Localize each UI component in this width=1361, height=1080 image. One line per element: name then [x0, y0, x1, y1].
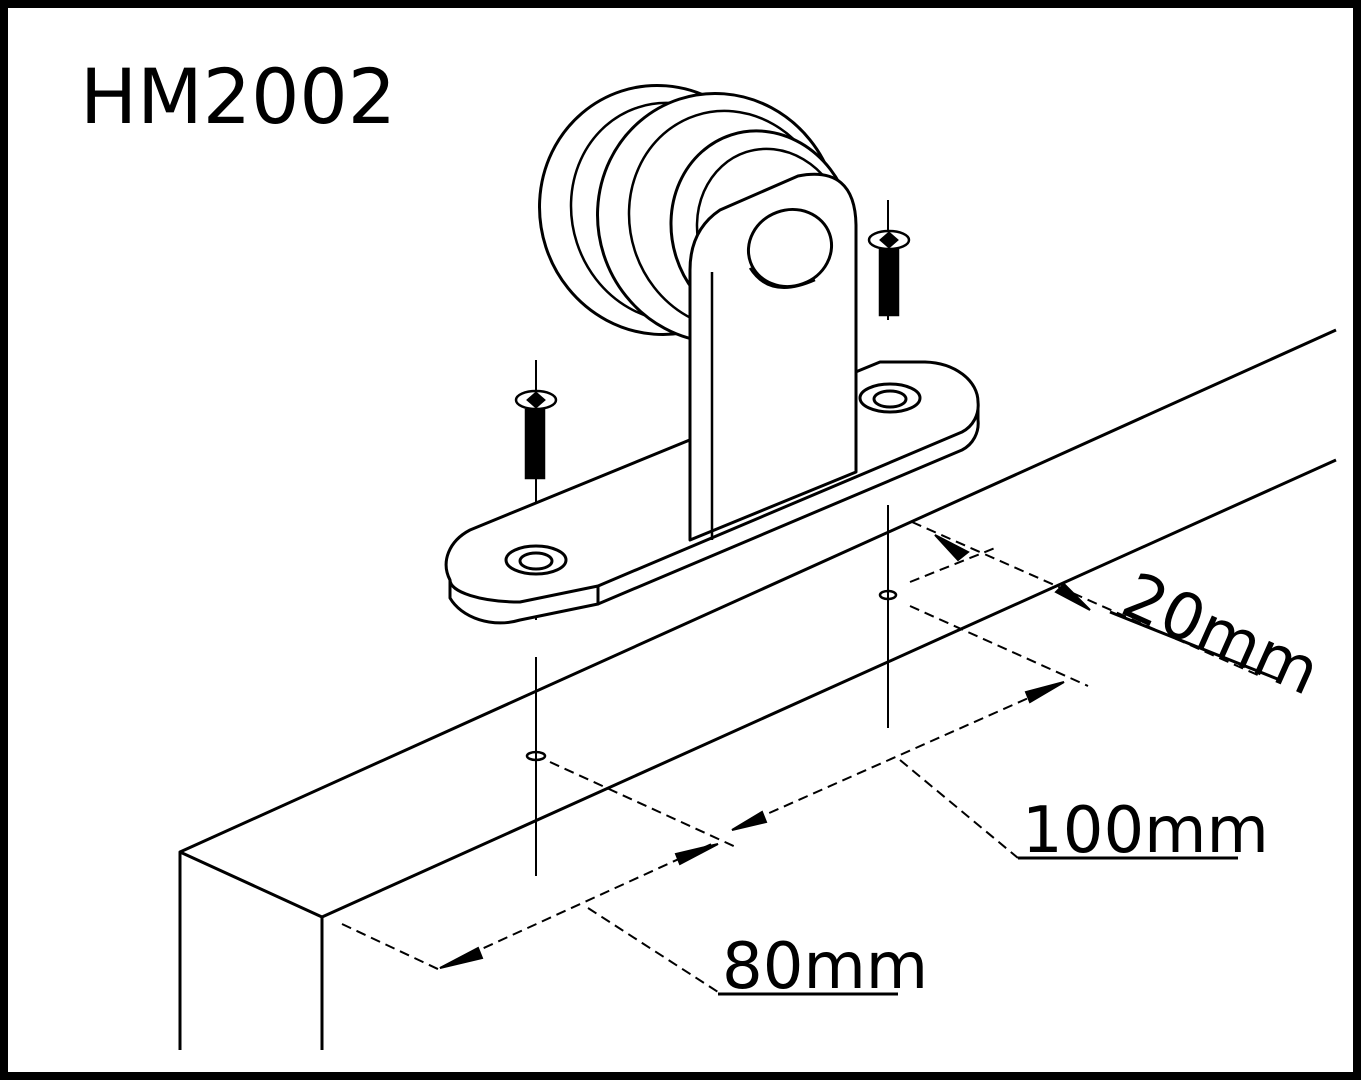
- dim-80-arrow-b: [674, 843, 719, 866]
- door-back-edge: [179, 328, 1337, 854]
- dim-100-ext-left: [549, 761, 739, 849]
- dim-80-leader: [587, 907, 719, 993]
- dim-80-line: [439, 841, 717, 969]
- dim-20-underline: [1109, 610, 1281, 682]
- bracket: [688, 172, 858, 542]
- screw-right-recess: [879, 231, 899, 249]
- door-front-edge: [321, 458, 1337, 919]
- dim-100-arrow-b: [731, 810, 768, 831]
- screw-left-shank: [524, 408, 546, 480]
- door-edge: [178, 850, 324, 1050]
- dim-20-arrow-b: [1054, 582, 1091, 611]
- door-panel: [178, 328, 1337, 1050]
- dim-80-ext-left: [341, 923, 441, 971]
- dim-80-arrow-a: [439, 946, 484, 969]
- axle-cap-shadow: [748, 267, 816, 289]
- dimension-100: [549, 605, 1238, 860]
- plate-hole-right: [872, 389, 908, 409]
- dim-100-line: [739, 683, 1061, 827]
- dimension-20: [909, 521, 1281, 682]
- dim-20-arrow-a: [934, 534, 970, 562]
- screw-left-recess: [526, 391, 546, 409]
- dim-label-100mm: 100mm: [1022, 794, 1269, 868]
- dim-100-leader: [899, 759, 1019, 859]
- model-title: HM2002: [80, 52, 396, 141]
- dimension-80: [341, 841, 898, 996]
- plate-hole-left: [518, 551, 554, 571]
- dim-100-ext-right: [909, 605, 1089, 687]
- screw-right: [867, 229, 911, 317]
- screw-right-shank: [878, 248, 900, 317]
- screw-left: [514, 389, 558, 480]
- dim-100-arrow-a: [1024, 681, 1065, 704]
- dim-label-80mm: 80mm: [722, 930, 928, 1004]
